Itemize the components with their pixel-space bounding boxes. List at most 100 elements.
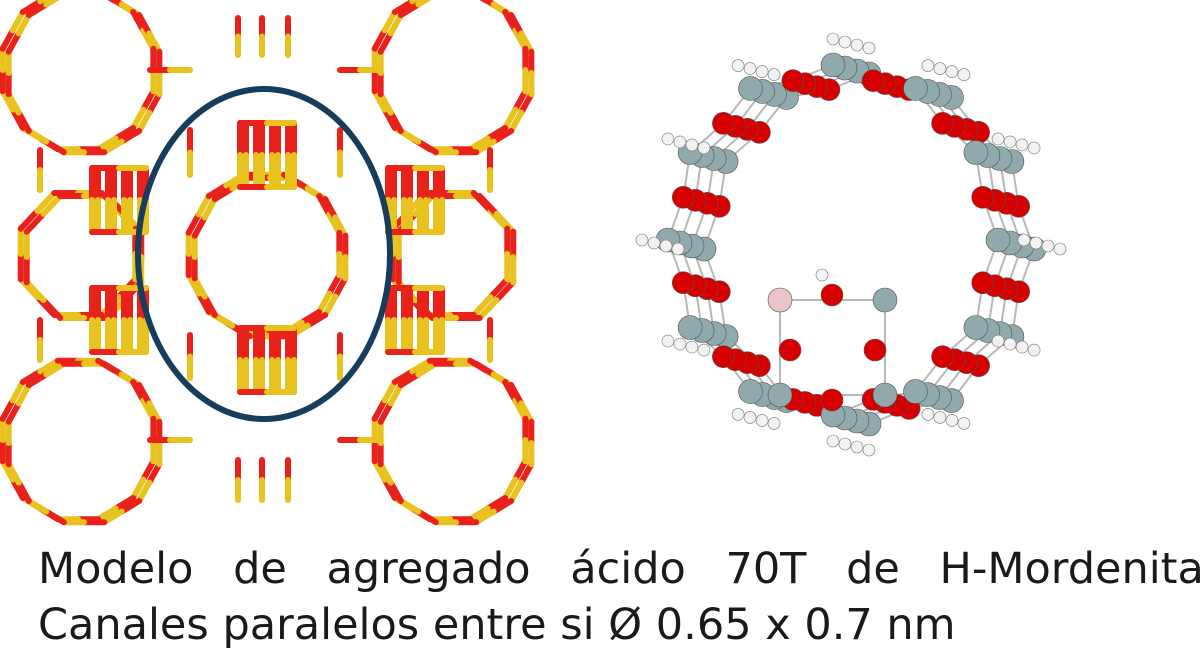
framework-bond-si [0,88,16,113]
framework-bond-si [9,9,26,34]
silicon-atom [963,315,989,340]
framework-bond-si [40,193,64,217]
framework-bond-si [493,210,517,235]
framework-bond-o [518,461,535,486]
framework-bond-o [508,382,525,407]
hydrogen-atom [635,233,649,247]
framework-bond-o [326,272,343,297]
framework-bond-o [415,508,439,526]
framework-bond-o [476,193,500,217]
silicon-atom [903,379,928,404]
oxygen-atom [820,388,844,412]
framework-bond-si [467,135,491,153]
hydrogen-atom [945,65,959,78]
oxygen-atom [781,69,805,92]
hydrogen-atom [697,343,711,357]
framework-bond-o [19,0,44,16]
hydrogen-atom [671,242,685,256]
framework-bond-si [95,135,119,153]
framework-bond-si [512,27,529,52]
framework-bond-o [387,479,404,504]
silicon-atom [985,227,1011,253]
hydrogen-atom [862,41,876,55]
framework-bond-si [130,106,147,131]
framework-bond-o [130,9,147,34]
oxygen-atom [931,112,954,135]
framework-bond-o [484,494,509,512]
framework-bond-o [146,461,163,486]
framework-bond-o [322,196,339,221]
framework-bond-si [201,196,218,221]
framework-bond-o [5,30,22,55]
hydrogen-atom [661,334,675,348]
framework-bond-si [43,360,67,378]
framework-bond-si [15,382,32,407]
framework-bond-si [473,138,497,156]
framework-bond-o [316,193,333,218]
framework-bond-o [195,290,212,315]
framework-bond-si [508,479,525,504]
framework-bond-o [191,214,208,239]
framework-bond-o [5,400,22,425]
hydrogen-atom [1029,236,1043,250]
framework-bond-o [108,0,125,8]
framework-bond-si [316,290,333,315]
hydrogen-atom [685,340,699,354]
framework-bond-si [146,400,163,425]
framework-bond-o [118,127,143,145]
framework-bond-o [43,138,67,156]
framework-bond-si [136,109,153,134]
hydrogen-atom [1003,337,1017,351]
framework-bond-o [377,400,394,425]
oxygen-atom [971,185,995,209]
hydrogen-atom [1015,340,1029,354]
framework-bond-si [502,476,519,501]
hydrogen-atom [673,337,687,351]
framework-bond-o [490,497,515,515]
hydrogen-atom [673,135,687,149]
framework-bond-si [502,106,519,131]
framework-bond-o [15,109,32,134]
hydrogen-atom [838,437,852,451]
framework-bond-si [101,138,125,156]
hydrogen-atom [1003,135,1017,149]
hydrogen-atom [921,408,935,421]
framework-bond-si [140,397,157,422]
framework-bond-si [15,12,32,37]
silicon-atom [677,315,703,340]
framework-bond-si [371,88,388,113]
framework-bond-o [304,311,329,329]
hydrogen-atom [850,440,864,454]
framework-bond-si [467,505,491,523]
framework-bond-si [473,508,497,526]
hydrogen-atom [731,408,745,421]
framework-bond-si [470,294,494,318]
framework-bond-si [130,476,147,501]
hydrogen-atom [933,411,947,424]
framework-bond-si [140,27,157,52]
oxygen-atom [971,271,995,295]
hydrogen-atom [755,65,769,78]
framework-bond-o [332,275,349,300]
hydrogen-atom [957,417,971,430]
framework-bond-o [508,12,525,37]
framework-bond-si [387,12,404,37]
framework-bond-si [381,9,398,34]
framework-bond-si [34,190,58,214]
hydrogen-atom [661,132,675,146]
hydrogen-atom [838,35,852,49]
framework-bond-si [5,461,22,486]
hydrogen-atom [697,141,711,155]
framework-bond-o [136,382,153,407]
oxygen-atom [931,345,954,368]
framework-bond-si [512,397,529,422]
silicon-atom [820,52,846,78]
framework-bond-o [25,1,50,19]
cluster-atoms [635,32,1067,457]
hydrogen-atom [767,417,781,430]
framework-bond-o [0,397,16,422]
framework-bond-o [371,27,388,52]
framework-bond-si [0,458,16,483]
framework-bond-si [397,127,422,145]
framework-bond-o [518,91,535,116]
